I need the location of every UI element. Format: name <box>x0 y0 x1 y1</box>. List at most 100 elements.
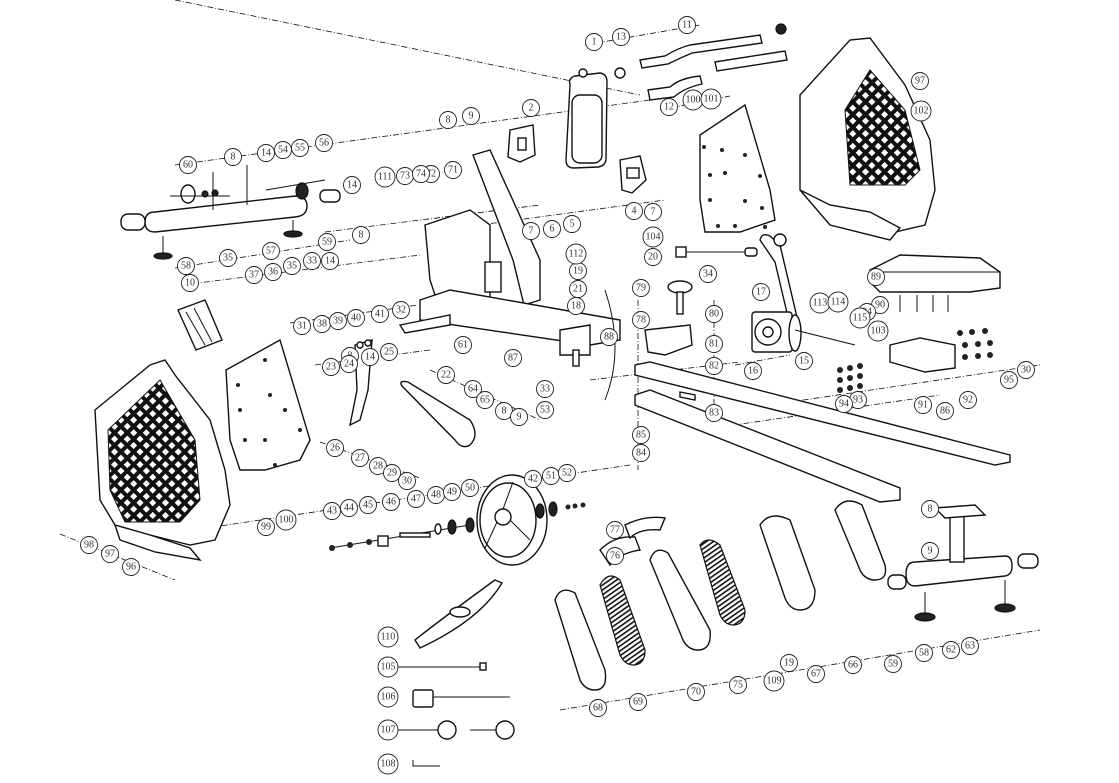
callout-75: 75 <box>729 676 747 694</box>
callout-circle <box>179 156 197 174</box>
callout-label: 71 <box>448 165 458 176</box>
callout-label: 76 <box>610 551 620 562</box>
callout-circle <box>936 402 954 420</box>
callout-label: 33 <box>540 384 550 395</box>
callout-7: 7 <box>522 222 540 240</box>
callout-14: 14 <box>361 348 379 366</box>
callout-label: 7 <box>651 207 656 218</box>
callout-circle <box>763 670 785 692</box>
callout-circle <box>644 248 662 266</box>
callout-80: 80 <box>705 305 723 323</box>
callout-89: 89 <box>867 268 885 286</box>
callout-circle <box>439 111 457 129</box>
callout-label: 15 <box>799 356 809 367</box>
callout-circle <box>291 139 309 157</box>
callout-30: 30 <box>1017 361 1035 379</box>
callout-circle <box>377 753 399 775</box>
callout-label: 45 <box>363 500 373 511</box>
callout-circle <box>536 380 554 398</box>
callout-circle <box>340 499 358 517</box>
callout-68: 68 <box>589 699 607 717</box>
callout-label: 8 <box>502 406 507 417</box>
callout-label: 14 <box>261 148 271 159</box>
callout-59: 59 <box>318 233 336 251</box>
callout-label: 79 <box>636 283 646 294</box>
callout-29: 29 <box>383 464 401 482</box>
callout-24: 24 <box>340 355 358 373</box>
callout-circle <box>827 291 849 313</box>
callout-label: 41 <box>375 309 385 320</box>
callout-30: 30 <box>398 472 416 490</box>
callout-label: 31 <box>297 321 307 332</box>
callout-43: 43 <box>323 502 341 520</box>
callout-circle <box>884 655 902 673</box>
callout-9: 9 <box>510 408 528 426</box>
callout-circle <box>849 307 871 329</box>
callout-circle <box>444 161 462 179</box>
callout-2: 2 <box>522 99 540 117</box>
callout-64: 64 <box>464 380 482 398</box>
callout-11: 11 <box>678 16 696 34</box>
center-rail <box>634 361 1011 503</box>
callout-circle <box>524 470 542 488</box>
callout-66: 66 <box>844 656 862 674</box>
callout-label: 58 <box>181 261 191 272</box>
callout-94: 94 <box>835 395 853 413</box>
callout-108: 108 <box>377 753 399 775</box>
callout-42: 42 <box>524 470 542 488</box>
right-shroud <box>799 37 936 241</box>
callout-circle <box>122 558 140 576</box>
callout-label: 109 <box>767 676 782 687</box>
callout-label: 81 <box>709 339 719 350</box>
callout-label: 106 <box>381 692 396 703</box>
callout-97: 97 <box>101 545 119 563</box>
callout-5: 5 <box>563 215 581 233</box>
callout-circle <box>678 16 696 34</box>
callout-label: 107 <box>381 725 396 736</box>
callout-circle <box>347 309 365 327</box>
callout-circle <box>699 265 717 283</box>
callout-97: 97 <box>911 72 929 90</box>
callout-label: 102 <box>914 106 929 117</box>
callout-label: 67 <box>811 669 821 680</box>
callout-circle <box>377 686 399 708</box>
callout-label: 19 <box>573 266 583 277</box>
callout-35: 35 <box>283 257 301 275</box>
callout-39: 39 <box>329 312 347 330</box>
callout-circle <box>340 355 358 373</box>
callout-circle <box>351 449 369 467</box>
callout-label: 96 <box>126 562 136 573</box>
callout-circle <box>911 72 929 90</box>
callout-circle <box>660 98 678 116</box>
callout-circle <box>329 312 347 330</box>
callout-60: 60 <box>179 156 197 174</box>
callout-69: 69 <box>629 693 647 711</box>
callout-circle <box>914 396 932 414</box>
callout-label: 18 <box>571 301 581 312</box>
callout-58: 58 <box>177 257 195 275</box>
callout-50: 50 <box>461 479 479 497</box>
handlebar-grips <box>614 23 788 101</box>
callout-circle <box>543 220 561 238</box>
callout-label: 70 <box>691 687 701 698</box>
callout-1: 1 <box>585 33 603 51</box>
callout-93: 93 <box>849 391 867 409</box>
callout-circle <box>644 203 662 221</box>
callout-label: 1 <box>592 37 597 48</box>
callout-circle <box>1017 361 1035 379</box>
callout-label: 23 <box>326 362 336 373</box>
callout-53: 53 <box>536 401 554 419</box>
callout-20: 20 <box>644 248 662 266</box>
callout-100: 100 <box>682 89 704 111</box>
callout-52: 52 <box>558 464 576 482</box>
callout-label: 101 <box>704 94 719 105</box>
callout-circle <box>600 328 618 346</box>
callout-59: 59 <box>884 655 902 673</box>
callout-label: 87 <box>508 353 518 364</box>
callout-circle <box>461 479 479 497</box>
callout-label: 28 <box>373 461 383 472</box>
console-display <box>565 68 608 169</box>
callout-112: 112 <box>565 243 587 265</box>
callout-96: 96 <box>122 558 140 576</box>
callout-102: 102 <box>910 100 932 122</box>
